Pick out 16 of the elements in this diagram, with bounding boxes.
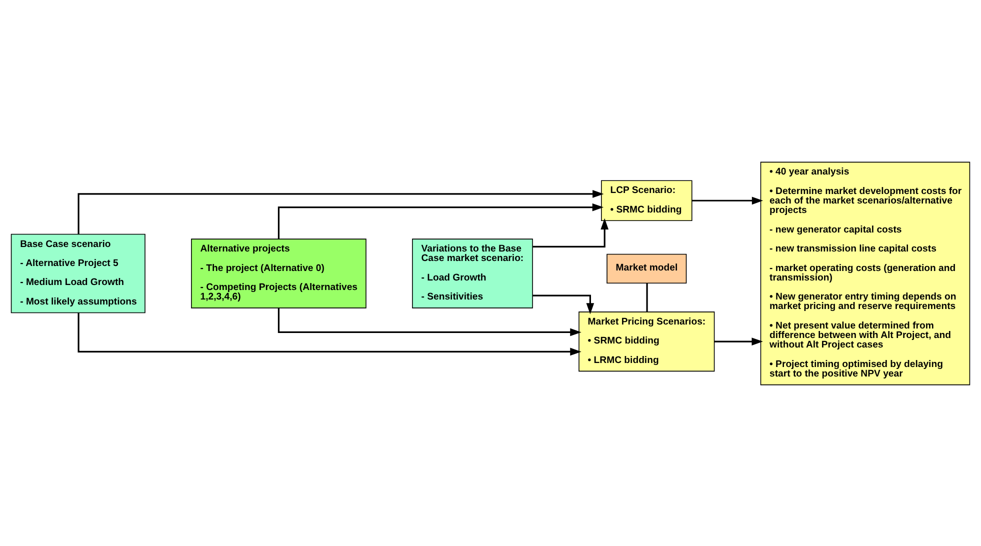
node-box: Variations to the Base Case market scenario: - Load Growth - Sensitivities bbox=[412, 238, 533, 308]
arrow bbox=[532, 294, 594, 314]
arrow bbox=[78, 312, 582, 356]
node-box: Market Pricing Scenarios: • SRMC bidding • LRMC bidding bbox=[578, 311, 715, 372]
arrow bbox=[714, 337, 763, 345]
node-box: • 40 year analysis • Determine market development costs for each of the market scenarios/alternative projects - new generator capital costs - new transmission line capital costs - market operating costs (generation and transmission) • New generator entry timing depends on market pricing and reserve requirements • Net present value determined from difference between with Alt Project, and without Alt Project cases • Project timing optimised by delaying start to the positive NPV year bbox=[760, 161, 970, 385]
connector bbox=[646, 282, 648, 312]
node-box: LCP Scenario: • SRMC bidding bbox=[601, 180, 692, 221]
node-box: Market model bbox=[606, 253, 687, 283]
arrow bbox=[692, 196, 764, 204]
node-box: Alternative projects - The project (Alternative 0) - Competing Projects (Alternatives 1,2,3,4,6) bbox=[191, 238, 366, 308]
arrow bbox=[78, 190, 604, 234]
node-box: Base Case scenario - Alternative Project 5 - Medium Load Growth - Most likely assumptions bbox=[10, 233, 146, 313]
arrow bbox=[532, 218, 609, 247]
arrow bbox=[278, 308, 582, 336]
arrow bbox=[278, 202, 604, 238]
